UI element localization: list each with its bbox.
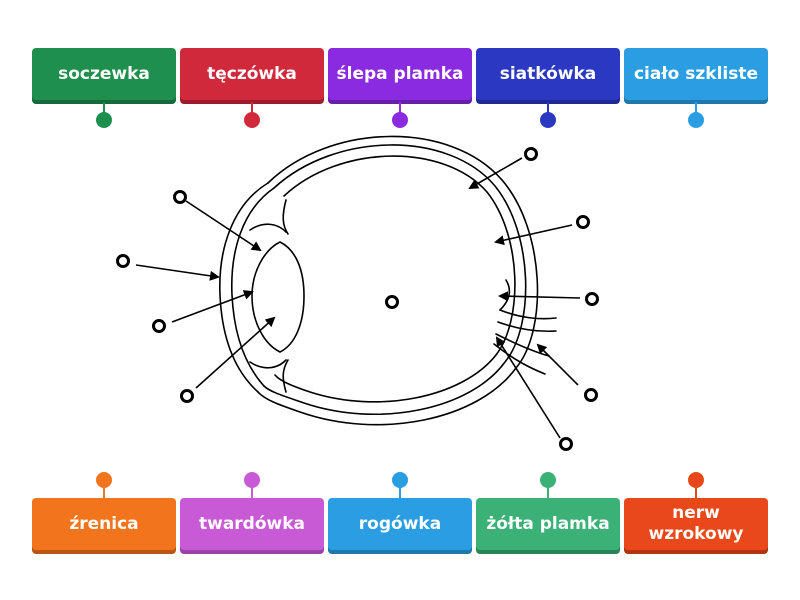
connector <box>103 484 105 498</box>
drag-knob[interactable] <box>688 472 704 488</box>
drop-target[interactable] <box>585 292 599 306</box>
drop-target[interactable] <box>524 147 538 161</box>
arrow-line <box>536 343 579 386</box>
drop-target[interactable] <box>385 295 399 309</box>
connector <box>547 484 549 498</box>
drop-target[interactable] <box>559 437 573 451</box>
label-text: ślepa plamka <box>336 63 464 84</box>
connector <box>547 102 549 116</box>
connector <box>695 102 697 116</box>
top-label-row: soczewka tęczówka ślepa plamka siatkówka… <box>0 48 800 108</box>
label-text: soczewka <box>58 63 150 84</box>
label-text: twardówka <box>198 513 306 534</box>
label-text: siatkówka <box>499 63 597 84</box>
connector <box>399 484 401 498</box>
drag-knob[interactable] <box>96 112 112 128</box>
label-teczowka[interactable]: tęczówka <box>180 48 324 100</box>
drag-knob[interactable] <box>244 472 260 488</box>
connector <box>399 102 401 116</box>
drop-target[interactable] <box>576 215 590 229</box>
label-soczewka[interactable]: soczewka <box>32 48 176 100</box>
arrow-line <box>468 157 523 189</box>
connector <box>251 102 253 116</box>
drop-target[interactable] <box>116 254 130 268</box>
label-text: żółta plamka <box>486 513 610 534</box>
label-text: rogówka <box>358 513 442 534</box>
label-siatkowka[interactable]: siatkówka <box>476 48 620 100</box>
label-zolta-plamka[interactable]: żółta plamka <box>476 498 620 550</box>
drop-targets <box>116 147 599 451</box>
arrow-line <box>195 316 276 389</box>
drag-knob[interactable] <box>392 112 408 128</box>
connector <box>103 102 105 116</box>
label-text: ciało szkliste <box>633 63 759 84</box>
label-zrenica[interactable]: źrenica <box>32 498 176 550</box>
label-text: tęczówka <box>207 63 297 84</box>
drop-target[interactable] <box>180 389 194 403</box>
eye-outline <box>219 135 557 426</box>
arrow-line <box>185 200 262 252</box>
drag-knob[interactable] <box>96 472 112 488</box>
drop-target[interactable] <box>152 319 166 333</box>
drop-target[interactable] <box>173 190 187 204</box>
drop-target[interactable] <box>584 388 598 402</box>
connector <box>251 484 253 498</box>
label-rogowka[interactable]: rogówka <box>328 498 472 550</box>
arrow-line <box>495 336 561 439</box>
label-text: nerw wzrokowy <box>648 503 744 544</box>
arrow-line <box>135 264 220 281</box>
label-twardowka[interactable]: twardówka <box>180 498 324 550</box>
arrow-line <box>171 290 254 323</box>
arrow-line <box>498 291 581 302</box>
drag-knob[interactable] <box>688 112 704 128</box>
connector <box>695 484 697 498</box>
drag-knob[interactable] <box>392 472 408 488</box>
label-slepa-plamka[interactable]: ślepa plamka <box>328 48 472 100</box>
label-cialo-szkliste[interactable]: ciało szkliste <box>624 48 768 100</box>
drag-knob[interactable] <box>244 112 260 128</box>
arrow-line <box>494 224 573 246</box>
label-nerw-wzrokowy[interactable]: nerw wzrokowy <box>624 498 768 550</box>
drag-knob[interactable] <box>540 112 556 128</box>
label-text: źrenica <box>69 513 139 534</box>
drag-knob[interactable] <box>540 472 556 488</box>
bottom-label-row: źrenica twardówka rogówka żółta plamka n… <box>0 498 800 558</box>
pointer-arrows <box>135 157 581 439</box>
